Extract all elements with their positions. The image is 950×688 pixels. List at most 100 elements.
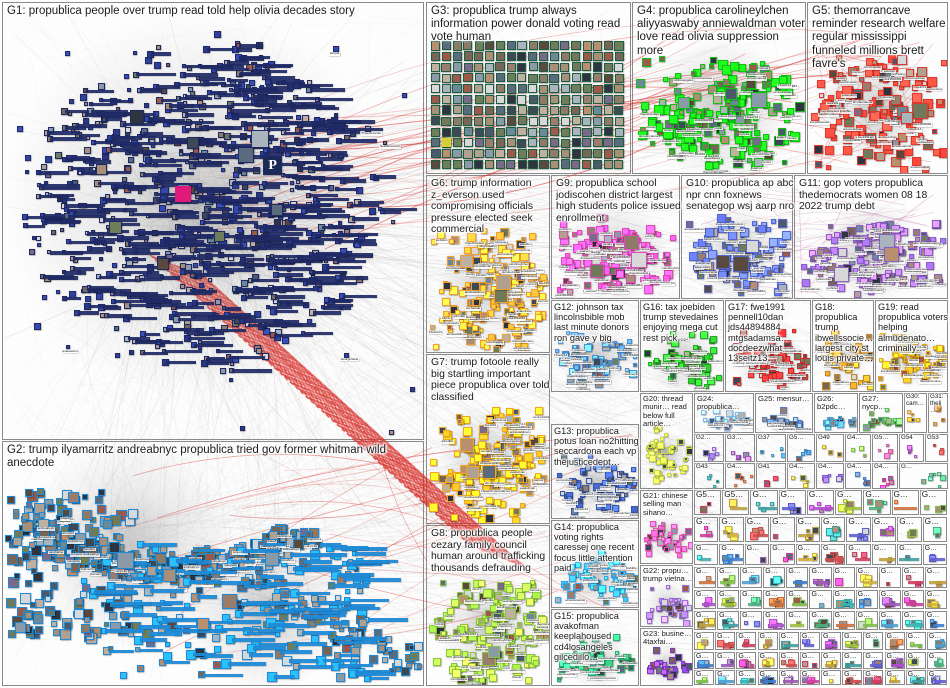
graph-node[interactable]: [853, 290, 861, 298]
graph-node[interactable]: [709, 355, 714, 360]
graph-node[interactable]: [882, 477, 887, 482]
graph-node[interactable]: [430, 159, 440, 169]
group-box-g2[interactable]: ryanjreillyandreabnycjdawsey1sarahalines…: [2, 441, 424, 686]
graph-node[interactable]: [609, 342, 615, 348]
graph-node[interactable]: [163, 569, 177, 583]
graph-node[interactable]: [452, 84, 462, 94]
graph-node[interactable]: [751, 91, 768, 108]
graph-node[interactable]: [495, 52, 505, 62]
graph-node[interactable]: [613, 230, 621, 238]
graph-node[interactable]: [814, 144, 824, 154]
graph-node[interactable]: [516, 455, 522, 461]
graph-node[interactable]: [538, 148, 549, 158]
graph-node[interactable]: [614, 116, 624, 126]
graph-node[interactable]: [228, 378, 233, 383]
graph-node[interactable]: [456, 490, 463, 497]
graph-node[interactable]: [696, 137, 702, 143]
graph-node[interactable]: [664, 433, 669, 438]
graph-node[interactable]: [165, 642, 171, 648]
graph-node[interactable]: [878, 376, 884, 382]
graph-node[interactable]: [481, 465, 496, 480]
graph-node[interactable]: [463, 62, 473, 73]
graph-node[interactable]: [554, 597, 561, 603]
graph-node[interactable]: [644, 350, 652, 358]
graph-node[interactable]: [630, 466, 636, 472]
graph-node[interactable]: [36, 487, 44, 495]
graph-node[interactable]: [589, 264, 604, 279]
graph-node[interactable]: [127, 508, 138, 519]
graph-node[interactable]: [676, 552, 682, 558]
graph-node[interactable]: [526, 598, 535, 607]
graph-node[interactable]: [569, 575, 577, 583]
graph-node[interactable]: [430, 51, 440, 62]
graph-node[interactable]: [702, 418, 707, 423]
graph-node[interactable]: [538, 105, 549, 115]
graph-node[interactable]: [900, 111, 913, 124]
graph-node[interactable]: [878, 417, 883, 423]
graph-node[interactable]: [824, 248, 830, 254]
graph-node[interactable]: [593, 137, 603, 148]
graph-node[interactable]: [571, 116, 581, 126]
graph-node[interactable]: [709, 453, 716, 460]
graph-node[interactable]: [12, 513, 19, 520]
graph-node[interactable]: [261, 578, 268, 585]
graph-node[interactable]: [686, 448, 692, 456]
graph-node[interactable]: [156, 258, 169, 271]
graph-node[interactable]: [560, 62, 570, 73]
graph-node[interactable]: [103, 622, 109, 628]
graph-node[interactable]: [668, 149, 674, 155]
graph-node[interactable]: [752, 221, 758, 227]
graph-node[interactable]: [582, 51, 592, 61]
graph-node[interactable]: [472, 299, 480, 307]
graph-node[interactable]: [430, 127, 440, 137]
graph-node[interactable]: [441, 62, 451, 72]
graph-node[interactable]: [26, 501, 32, 508]
graph-node[interactable]: [113, 128, 121, 136]
graph-node[interactable]: [516, 591, 525, 600]
graph-node[interactable]: [474, 138, 484, 148]
graph-node[interactable]: [102, 520, 112, 530]
graph-node[interactable]: [771, 218, 777, 224]
graph-node[interactable]: [50, 229, 56, 235]
graph-node[interactable]: [803, 483, 809, 488]
graph-node[interactable]: [603, 94, 613, 104]
graph-node[interactable]: [762, 133, 769, 140]
graph-node[interactable]: [495, 149, 505, 159]
graph-node[interactable]: [383, 140, 388, 145]
graph-node[interactable]: [538, 84, 549, 94]
graph-node[interactable]: [289, 188, 294, 193]
graph-node[interactable]: [79, 591, 87, 599]
graph-node[interactable]: [856, 224, 864, 232]
graph-node[interactable]: [484, 276, 492, 284]
graph-node[interactable]: [49, 609, 56, 616]
graph-node[interactable]: [5, 535, 13, 543]
graph-node[interactable]: [488, 645, 501, 658]
graph-node[interactable]: [430, 72, 441, 83]
graph-node[interactable]: [778, 127, 787, 136]
graph-node[interactable]: [485, 84, 495, 94]
graph-node[interactable]: [582, 148, 592, 158]
graph-node[interactable]: [719, 106, 728, 115]
graph-node[interactable]: [289, 181, 294, 186]
graph-node[interactable]: [850, 374, 857, 381]
graph-node[interactable]: [695, 379, 703, 387]
graph-node[interactable]: [650, 520, 657, 527]
graph-node[interactable]: [904, 147, 913, 156]
graph-node[interactable]: [79, 94, 87, 102]
graph-node[interactable]: [517, 95, 527, 105]
graph-node[interactable]: [578, 497, 584, 503]
graph-node[interactable]: [528, 127, 538, 137]
graph-node[interactable]: [484, 138, 494, 148]
graph-node[interactable]: [912, 93, 923, 104]
graph-node[interactable]: [305, 230, 312, 237]
graph-node[interactable]: [463, 159, 473, 169]
graph-node[interactable]: [538, 95, 548, 105]
graph-node[interactable]: [662, 76, 668, 82]
graph-node[interactable]: [716, 254, 731, 269]
graph-node[interactable]: [736, 382, 741, 387]
graph-node[interactable]: [614, 343, 619, 348]
graph-node[interactable]: [334, 113, 339, 118]
graph-node[interactable]: [474, 83, 484, 94]
graph-node[interactable]: [621, 497, 626, 502]
graph-node[interactable]: [214, 231, 225, 243]
